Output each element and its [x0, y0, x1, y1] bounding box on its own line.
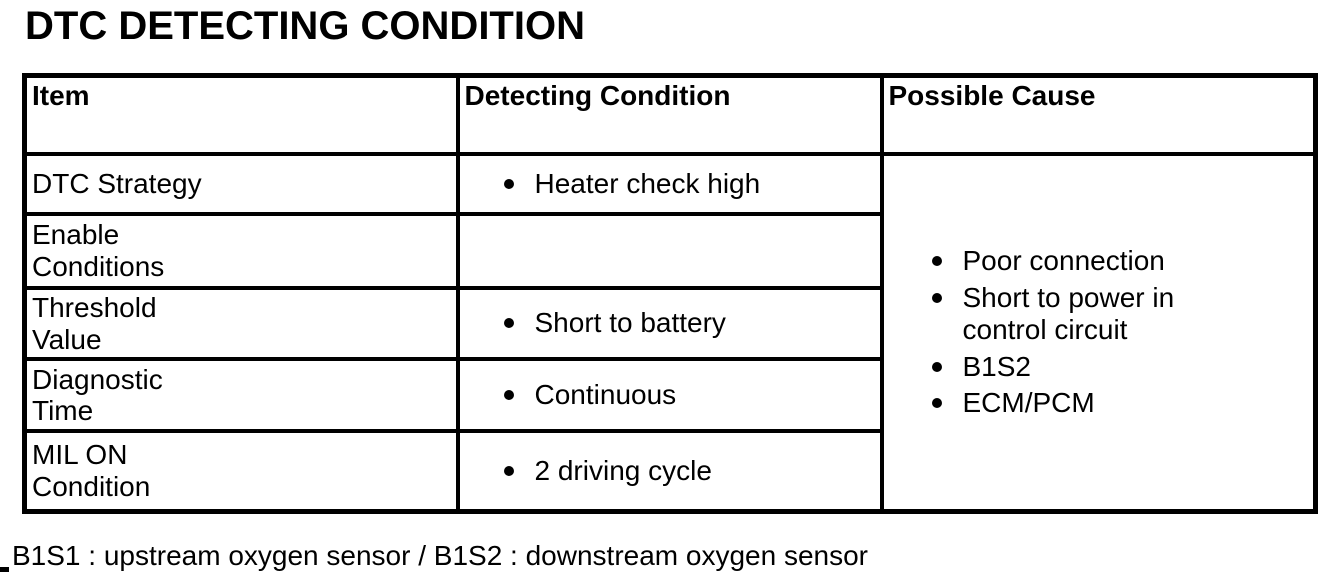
- item-line: Diagnostic: [32, 363, 163, 395]
- item-line: DTC Strategy: [32, 168, 202, 200]
- bullet-icon: [503, 390, 514, 401]
- cause-text: ECM/PCM: [962, 387, 1095, 419]
- condition-cell-threshold-value: Short to battery: [455, 285, 884, 362]
- possible-cause-cell: Poor connection Short to power in contro…: [879, 151, 1318, 514]
- item-line: Time: [32, 395, 94, 427]
- table-row-threshold-value: Threshold Value Short to battery: [22, 285, 1316, 362]
- item-cell-dtc-strategy: DTC Strategy: [22, 152, 460, 216]
- bullet-item: Poor connection: [886, 245, 1312, 277]
- bullet-item: Short to battery: [462, 307, 878, 339]
- bullet-item: Heater check high: [462, 167, 878, 200]
- bullet-icon: [931, 361, 942, 372]
- item-line: Conditions: [32, 251, 165, 282]
- bullet-icon: [503, 465, 514, 476]
- footnote-text: B1S1 : upstream oxygen sensor / B1S2 : d…: [12, 539, 869, 571]
- table-row-diagnostic-time: Diagnostic Time Continuous: [22, 357, 1316, 434]
- clipped-edge-mark: [0, 566, 9, 572]
- item-line: Threshold: [32, 292, 157, 323]
- bullet-icon: [931, 256, 942, 267]
- page-title: DTC DETECTING CONDITION: [25, 4, 585, 48]
- bullet-icon: [931, 398, 942, 409]
- table-header-row: Item Detecting Condition Possible Cause: [22, 73, 1318, 156]
- condition-cell-enable-conditions: [455, 212, 884, 290]
- bullet-icon: [503, 318, 514, 329]
- item-cell-threshold-value: Threshold Value: [22, 285, 460, 362]
- item-line: Condition: [32, 471, 151, 502]
- item-line: MIL ON: [32, 439, 128, 471]
- condition-cell-diagnostic-time: Continuous: [455, 357, 884, 434]
- footnote: B1S1 : upstream oxygen sensor / B1S2 : d…: [0, 540, 1328, 574]
- bullet-item: B1S2: [886, 350, 1312, 383]
- document-page: { "page": { "title": "DTC DETECTING COND…: [0, 4, 1328, 576]
- condition-text: Continuous: [534, 379, 677, 411]
- condition-text: Heater check high: [534, 167, 761, 199]
- cause-text: Poor connection: [962, 245, 1165, 277]
- item-cell-diagnostic-time: Diagnostic Time: [22, 357, 460, 434]
- dtc-condition-table: Item Detecting Condition Possible Cause …: [22, 73, 1318, 514]
- item-line: Value: [32, 323, 102, 355]
- col-header-detecting-condition: Detecting Condition: [455, 73, 884, 156]
- item-cell-mil-on-condition: MIL ON Condition: [22, 429, 460, 514]
- table-row-enable-conditions: Enable Conditions: [22, 212, 1316, 290]
- col-header-possible-cause: Possible Cause: [879, 73, 1318, 156]
- item-line: Enable: [32, 219, 120, 251]
- condition-cell-mil-on-condition: 2 driving cycle: [455, 429, 884, 514]
- bullet-item: ECM/PCM: [886, 387, 1312, 419]
- bullet-item: Continuous: [462, 379, 878, 411]
- bullet-item: Short to power in control circuit: [886, 281, 1312, 347]
- bullet-icon: [503, 178, 514, 189]
- condition-text: Short to battery: [534, 307, 726, 339]
- condition-cell-dtc-strategy: Heater check high: [455, 152, 884, 216]
- table-row-mil-on-condition: MIL ON Condition 2 driving cycle: [22, 429, 1316, 514]
- cause-text: Short to power in control circuit: [962, 281, 1175, 346]
- bullet-item: 2 driving cycle: [462, 454, 878, 487]
- condition-text: 2 driving cycle: [534, 454, 712, 486]
- col-header-item: Item: [22, 73, 460, 156]
- item-cell-enable-conditions: Enable Conditions: [22, 212, 460, 290]
- cause-text: B1S2: [962, 350, 1032, 382]
- bullet-icon: [931, 292, 942, 303]
- table-row-dtc-strategy: DTC Strategy Heater check high Poor conn…: [22, 151, 1318, 514]
